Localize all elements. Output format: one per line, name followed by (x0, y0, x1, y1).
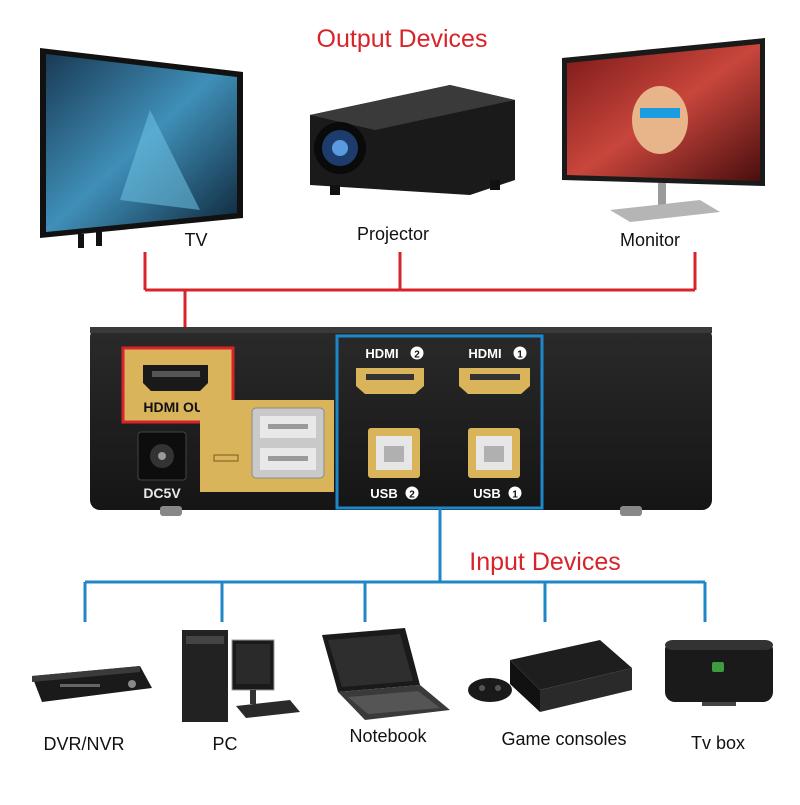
notebook-icon (322, 628, 450, 720)
hdmi-1-number: 1 (517, 350, 523, 361)
projector-label: Projector (357, 224, 429, 244)
monitor-label: Monitor (620, 230, 680, 250)
usb-2-port (368, 428, 420, 478)
usb-2-number-badge (405, 486, 419, 500)
dc-power-jack (137, 431, 187, 481)
input-connector-lines (83, 508, 707, 622)
dc-power-label: DC5V (143, 485, 181, 501)
tv-icon (40, 48, 243, 248)
usb-a-ports (200, 400, 334, 492)
hdmi-2-number-badge (410, 346, 424, 360)
monitor-icon (562, 38, 765, 222)
dvr-label: DVR/NVR (43, 734, 124, 754)
input-devices-heading: Input Devices (469, 548, 620, 576)
game-consoles-label: Game consoles (501, 729, 626, 749)
hdmi-1-port (459, 368, 530, 394)
tv-box-icon (665, 640, 773, 706)
projector-icon (310, 85, 515, 195)
hdmi-1-label: HDMI (468, 346, 501, 361)
usb-2-number: 2 (409, 490, 415, 501)
game-console-icon (468, 640, 632, 712)
output-devices-heading: Output Devices (317, 25, 488, 53)
hdmi-out-label: HDMI OUT (143, 399, 213, 415)
tv-label: TV (184, 230, 207, 250)
tv-box-label: Tv box (691, 733, 745, 753)
hdmi-2-label: HDMI (365, 346, 398, 361)
hdmi-out-port (143, 365, 208, 391)
usb-1-number-badge (508, 486, 522, 500)
output-connector-lines (143, 252, 697, 348)
hdmi-1-number-badge (513, 346, 527, 360)
usb-1-label: USB (473, 486, 500, 501)
hdmi-2-port (356, 368, 424, 394)
dvr-icon (32, 666, 152, 702)
hdmi-2-number: 2 (414, 350, 420, 361)
pc-icon (182, 630, 300, 722)
usb-1-number: 1 (512, 490, 518, 501)
usb-1-port (468, 428, 520, 478)
usb-2-label: USB (370, 486, 397, 501)
pc-label: PC (212, 734, 237, 754)
notebook-label: Notebook (349, 726, 427, 746)
